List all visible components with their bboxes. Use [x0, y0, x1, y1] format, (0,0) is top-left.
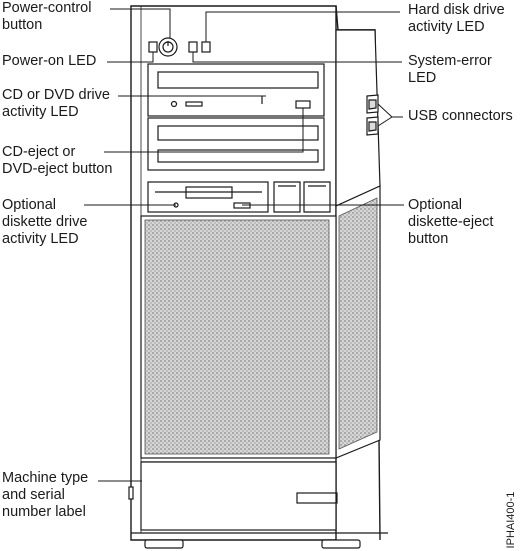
callout-power-control [110, 8, 171, 38]
lower-panel [128, 461, 338, 531]
hard-disk-led [188, 41, 198, 53]
system-error-led [201, 41, 211, 53]
cd-dvd-drive [147, 63, 325, 117]
label-power-on-led: Power-on LED [2, 53, 97, 69]
drive-bay-2 [147, 117, 325, 171]
power-control-button[interactable] [158, 37, 178, 57]
power-on-led [148, 41, 158, 53]
figure-id: IPHAI400-1 [505, 491, 517, 549]
callout-lines [84, 8, 404, 482]
diskette-drive [147, 181, 331, 213]
feet [144, 539, 361, 549]
machine-type-label [296, 492, 338, 504]
cd-activity-led [170, 100, 178, 108]
usb-connectors [366, 94, 379, 136]
label-usb: USB connectors [408, 108, 513, 124]
callout-usb-2 [377, 116, 393, 127]
front-grille [140, 215, 337, 459]
callout-cd-eject [104, 108, 304, 153]
side-panel [335, 29, 381, 459]
callout-hdd-led [205, 11, 400, 42]
callout-power-on-led [107, 52, 154, 63]
control-panel [148, 37, 211, 57]
callout-usb-1 [377, 103, 403, 118]
callout-system-error [192, 52, 402, 63]
